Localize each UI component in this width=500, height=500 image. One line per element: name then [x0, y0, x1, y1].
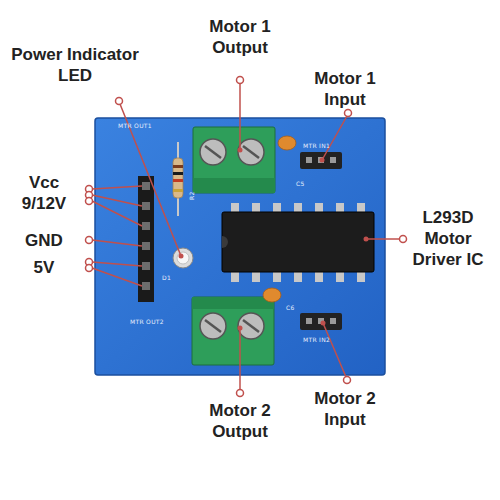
terminal-screw	[200, 313, 226, 339]
pin-name: 5V	[12, 257, 76, 278]
silkscreen-text: D1	[162, 274, 171, 281]
capacitor-symbol	[278, 136, 296, 150]
silkscreen-text: MTR IN2	[303, 336, 330, 343]
jumper-body	[300, 152, 342, 169]
callout-label: L293D Motor Driver IC	[402, 207, 494, 270]
ic-pin	[231, 271, 239, 282]
leader-line	[92, 240, 142, 246]
jumper-pin	[318, 157, 324, 163]
ic-pin	[273, 271, 281, 282]
jumper-pin	[306, 318, 312, 324]
leader-ends	[86, 77, 407, 397]
led-rim	[173, 248, 193, 268]
jumper-body	[300, 313, 342, 330]
terminal-screw	[238, 139, 264, 165]
silkscreen-text: C6	[286, 304, 295, 311]
silkscreen-text: MTR OUT2	[130, 318, 164, 325]
jumper-header	[300, 152, 342, 169]
header-pin	[142, 262, 150, 270]
leader-line	[239, 82, 241, 150]
pin-name: Vcc 9/12V	[12, 172, 76, 214]
leader-end	[344, 377, 351, 384]
screw-slot	[243, 146, 259, 158]
terminal-screw	[238, 313, 264, 339]
resistor-band	[173, 189, 183, 192]
terminal-base	[192, 297, 274, 309]
header-pin	[142, 182, 150, 190]
screw-slot	[205, 146, 221, 158]
resistor-body	[173, 158, 183, 198]
leader-line	[92, 262, 142, 266]
resistor-symbol	[173, 142, 183, 216]
leader-line	[92, 186, 142, 189]
jumper-pin	[330, 318, 336, 324]
leader-line	[92, 201, 142, 226]
leader-line	[323, 323, 346, 377]
screw-slot	[243, 320, 259, 332]
leader-end	[345, 110, 352, 117]
jumper-pin	[330, 157, 336, 163]
led-lens	[177, 252, 189, 264]
callout-label: Power Indicator LED	[10, 44, 140, 86]
ic-pin	[336, 271, 344, 282]
pin-header	[138, 176, 154, 302]
leader-end	[237, 390, 244, 397]
ic-pin	[315, 271, 323, 282]
led-symbol	[173, 248, 193, 268]
resistor-band	[173, 165, 183, 168]
leader-dot	[364, 237, 369, 242]
ic-pin	[294, 271, 302, 282]
resistor-band	[173, 172, 183, 175]
leader-line	[239, 328, 241, 390]
screw-slot	[205, 320, 221, 332]
silkscreen-text: C5	[296, 180, 305, 187]
jumper-header	[300, 313, 342, 330]
ic-body	[222, 212, 374, 272]
ic-chip	[222, 203, 374, 282]
silkscreen-text: R2	[188, 191, 195, 200]
leader-lines	[92, 82, 400, 390]
leader-dot	[321, 321, 326, 326]
callout-label: Motor 1 Output	[190, 16, 290, 58]
callout-label: Motor 2 Input	[300, 388, 390, 430]
leader-end	[86, 265, 93, 272]
ic-pin	[357, 271, 365, 282]
header-pin	[142, 222, 150, 230]
terminal-base	[193, 178, 275, 193]
leader-dot	[179, 254, 184, 259]
leader-line	[366, 238, 400, 240]
terminal-body	[192, 297, 274, 365]
silkscreen-text: MTR IN1	[303, 142, 330, 149]
callout-label: Motor 1 Input	[300, 68, 390, 110]
ic-notch	[222, 236, 228, 248]
leader-dots	[179, 148, 369, 331]
leader-end	[86, 198, 93, 205]
header-pin	[142, 282, 150, 290]
leader-end	[116, 98, 123, 105]
header-pin	[142, 202, 150, 210]
leader-end	[400, 236, 407, 243]
leader-dot	[238, 326, 243, 331]
leader-line	[322, 116, 347, 160]
terminal-block	[193, 127, 275, 193]
terminal-block	[192, 297, 274, 365]
header-pin	[142, 242, 150, 250]
ic-pin	[252, 271, 260, 282]
terminal-body	[193, 127, 275, 193]
leader-end	[237, 77, 244, 84]
silkscreen-text: MTR OUT1	[118, 122, 152, 129]
terminal-screw	[200, 139, 226, 165]
callout-label: Motor 2 Output	[190, 400, 290, 442]
resistor-band	[173, 179, 183, 182]
leader-line	[92, 268, 142, 286]
header-body	[138, 176, 154, 302]
capacitor-symbol	[263, 288, 281, 302]
jumper-pin	[306, 157, 312, 163]
leader-dot	[320, 158, 325, 163]
leader-end	[86, 237, 93, 244]
leader-dot	[238, 148, 243, 153]
pin-name: GND	[12, 230, 76, 251]
